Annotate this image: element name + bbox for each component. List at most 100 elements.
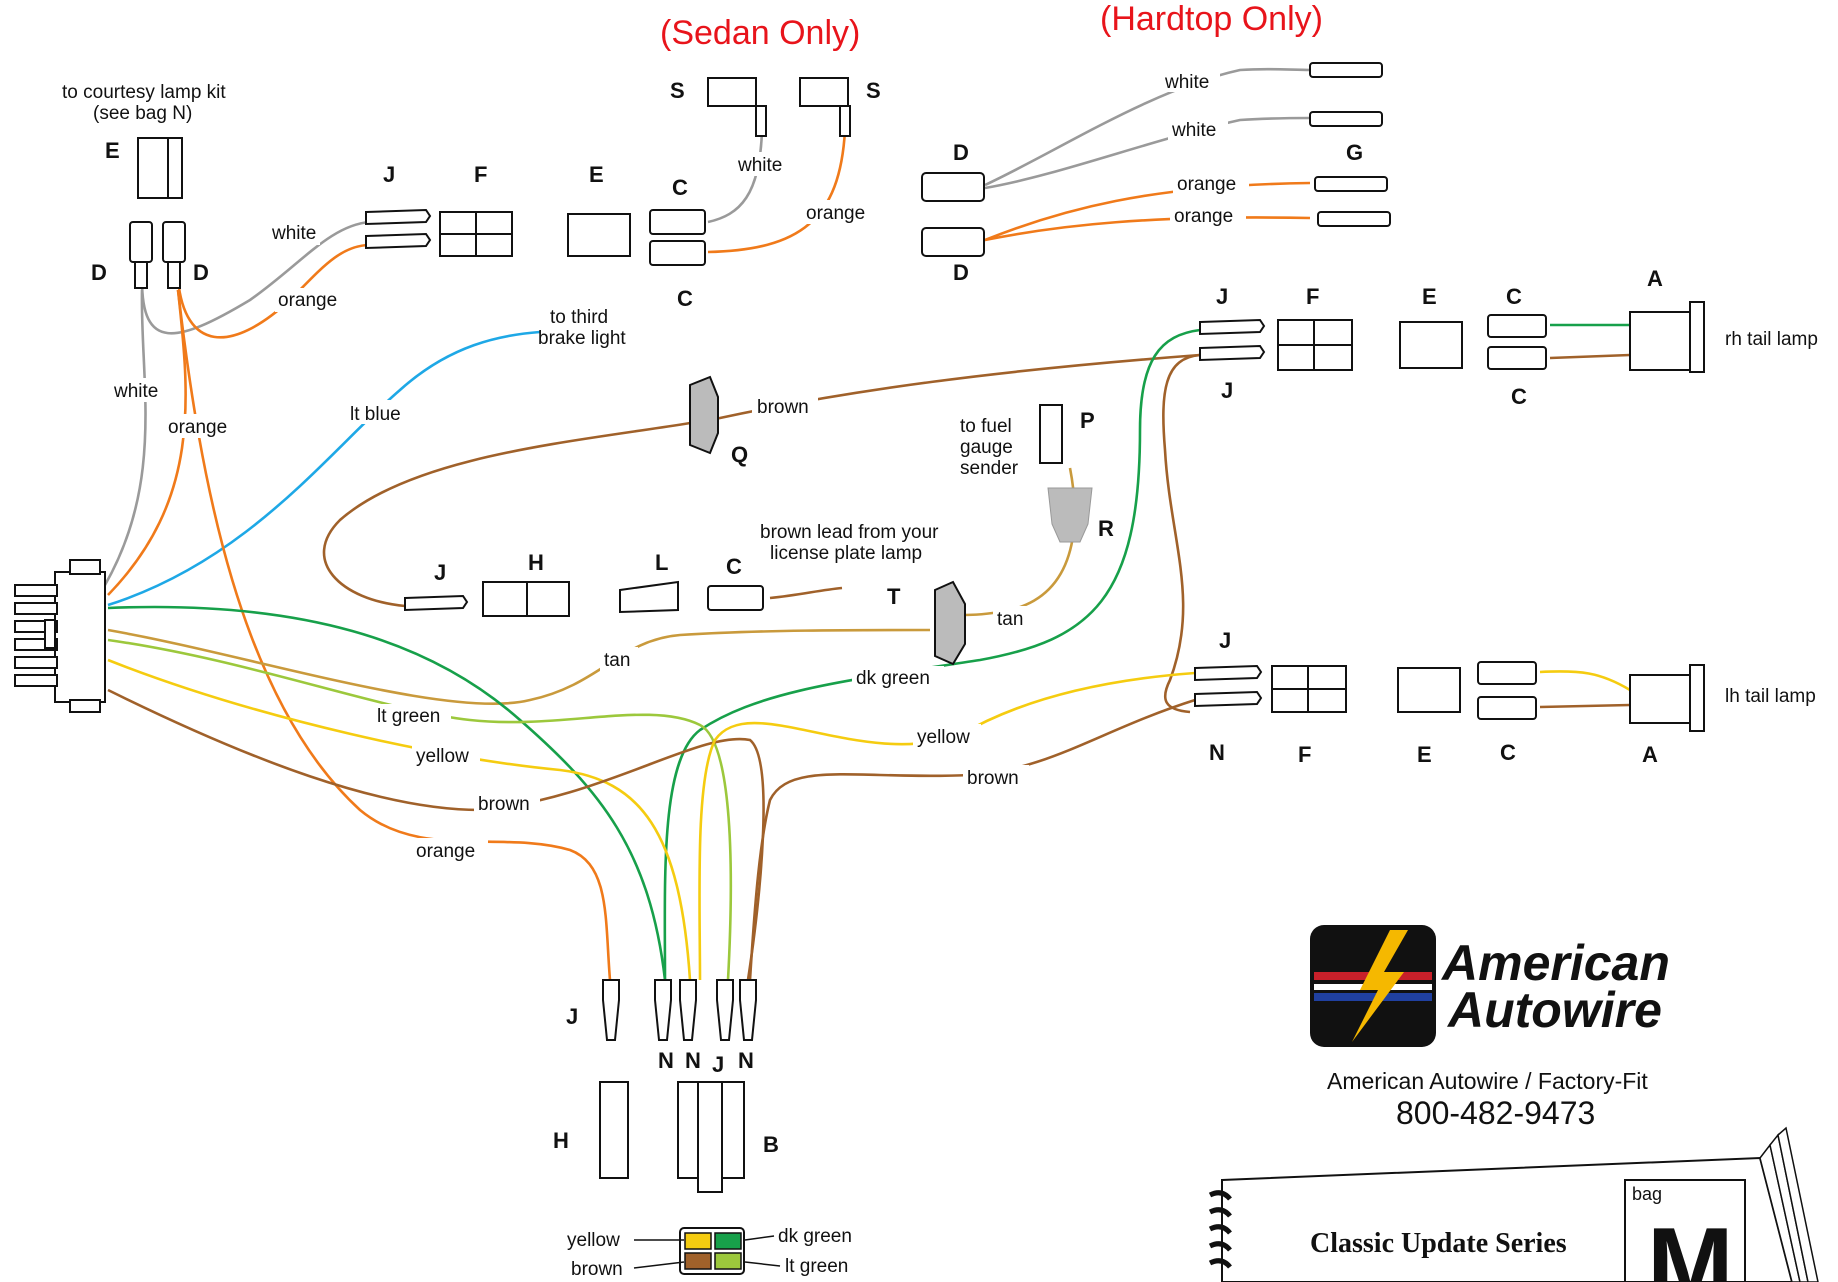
white-wire-d-to-main: [103, 289, 147, 586]
dk-green-wire-main: [107, 605, 667, 981]
letter-n: N: [738, 1048, 754, 1073]
brown-wire-rh-tail: [1549, 353, 1631, 360]
rh-tail-lamp-label: rh tail lamp: [1725, 329, 1818, 350]
letter-s: S: [670, 78, 685, 103]
grommet-t: [934, 580, 966, 666]
letter-h: H: [553, 1128, 569, 1153]
letter-e: E: [1422, 284, 1437, 309]
letter-n: N: [1209, 740, 1225, 765]
wires: [103, 67, 1631, 981]
orange-wire-d-to-main: [107, 289, 187, 596]
letter-b: B: [763, 1132, 779, 1157]
letter-c: C: [672, 175, 688, 200]
connector-d-pair: [129, 221, 186, 289]
lt-blue-wire: [107, 330, 541, 607]
third-brake-note-line1: to third: [550, 307, 608, 328]
letter-e: E: [105, 138, 120, 163]
connectors: yellow dk green brown lt green: [14, 62, 1705, 1280]
letter-j: J: [1216, 284, 1228, 309]
orange-wire-main: [176, 289, 612, 981]
hardtop-only-heading: (Hardtop Only): [1100, 0, 1323, 38]
courtesy-note-line1: to courtesy lamp kit: [62, 82, 226, 103]
lh-tail-lamp-label: lh tail lamp: [1725, 686, 1816, 707]
main-harness-connector: [14, 559, 106, 713]
connector-c-lh2: [1477, 696, 1537, 720]
connector-j-mid: [404, 594, 469, 612]
wire-label: brown: [967, 768, 1019, 789]
booklet-bag-letter: M: [1647, 1207, 1734, 1282]
letter-j: J: [383, 162, 395, 187]
b-plug-colors: [679, 1227, 745, 1275]
letter-f: F: [1306, 284, 1319, 309]
wire-label: white: [1164, 72, 1209, 93]
connector-c-mid: [707, 585, 764, 611]
fuel-note-line3: sender: [960, 458, 1019, 479]
letter-l: L: [655, 550, 668, 575]
b-plug-yellow-label: yellow: [567, 1230, 620, 1251]
connector-e-top: [567, 213, 631, 257]
letter-j: J: [434, 560, 446, 585]
white-wire-h2: [984, 116, 1311, 190]
letter-j: J: [1219, 628, 1231, 653]
wire-label: white: [271, 223, 316, 244]
connector-g-bullets: [1309, 62, 1391, 227]
brown-license-wire: [769, 586, 843, 600]
letter-d: D: [91, 260, 107, 285]
letter-a: A: [1647, 266, 1663, 291]
yellow-wire-lh: [698, 671, 1196, 981]
wire-label: dk green: [856, 668, 930, 689]
connector-s-left: [707, 77, 757, 107]
wire-label: orange: [416, 841, 475, 862]
letter-a: A: [1642, 742, 1658, 767]
brand-logo: American Autowire: [1310, 925, 1670, 1047]
connector-d-hardtop-1: [921, 172, 985, 202]
connector-e-lh: [1397, 667, 1461, 713]
splice-r: [1047, 487, 1093, 543]
brown-wire-rh: [1162, 353, 1201, 714]
orange-wire-h2: [984, 216, 1311, 242]
letter-c: C: [726, 554, 742, 579]
wire-label: orange: [1177, 174, 1236, 195]
brown-wire-lh-tail: [1539, 703, 1631, 709]
wire-label: brown: [757, 397, 809, 418]
wire-label: white: [1171, 120, 1216, 141]
connector-c-rh2: [1487, 346, 1547, 370]
license-note-line1: brown lead from your: [760, 522, 939, 543]
white-wire-c-to-s: [707, 129, 764, 224]
orange-wire-h1: [984, 181, 1311, 242]
letter-n: N: [685, 1048, 701, 1073]
courtesy-note-line2: (see bag N): [93, 103, 192, 124]
b-plug-dkgreen-label: dk green: [778, 1226, 852, 1247]
b-plug-brown-label: brown: [571, 1259, 623, 1280]
wire-label: orange: [1174, 206, 1233, 227]
letter-p: P: [1080, 408, 1095, 433]
dk-green-wire-rh: [663, 328, 1201, 981]
letter-j: J: [712, 1052, 724, 1077]
brand-name-line1: American: [1440, 935, 1670, 991]
letter-e: E: [589, 162, 604, 187]
wire-label: tan: [604, 650, 630, 671]
letter-t: T: [887, 584, 901, 609]
yellow-wire-lh-tail: [1539, 670, 1631, 692]
wire-label: white: [737, 155, 782, 176]
letter-q: Q: [731, 442, 748, 467]
connector-c-rh1: [1487, 314, 1547, 338]
connector-d-hardtop-2: [921, 227, 985, 257]
letter-d: D: [193, 260, 209, 285]
wire-label: brown: [478, 794, 530, 815]
fuel-note-line1: to fuel: [960, 416, 1012, 437]
brand-phone: 800-482-9473: [1396, 1095, 1595, 1131]
booklet-series: Classic Update Series: [1310, 1228, 1567, 1259]
orange-wire-c-to-s: [707, 129, 847, 254]
bottom-terminals: [602, 979, 757, 1041]
letter-j: J: [1221, 378, 1233, 403]
connector-a-lh: [1629, 674, 1691, 724]
lt-green-wire-main: [107, 638, 733, 981]
white-wire-d-to-j: [140, 220, 371, 335]
wire-label: orange: [806, 203, 865, 224]
fuel-note-line2: gauge: [960, 437, 1013, 458]
wire-label: tan: [997, 609, 1023, 630]
letter-c: C: [1500, 740, 1516, 765]
wire-label: lt blue: [350, 404, 401, 425]
